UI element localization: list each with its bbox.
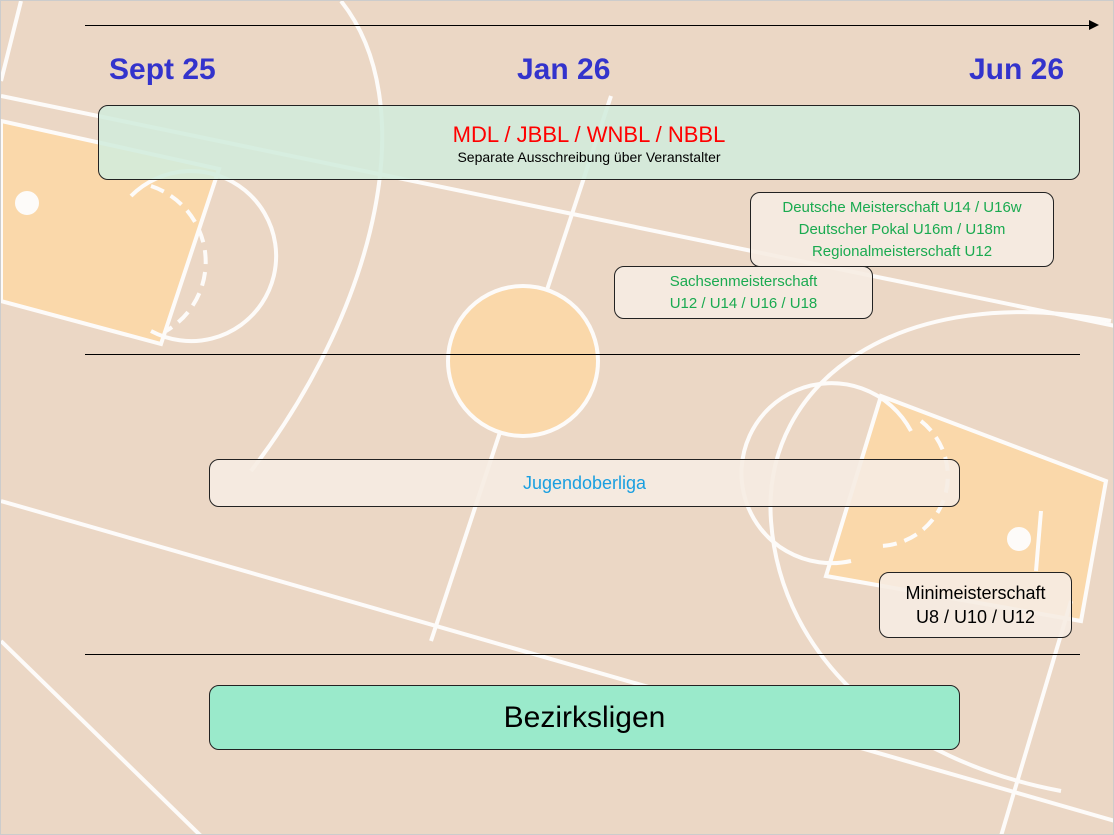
bezirksligen-box: Bezirksligen bbox=[209, 685, 960, 750]
divider bbox=[85, 354, 1080, 355]
date-mid: Jan 26 bbox=[517, 53, 611, 86]
timeline-axis bbox=[85, 25, 1090, 26]
sachsen-line: U12 / U14 / U16 / U18 bbox=[669, 294, 818, 312]
mini-line: Minimeisterschaft bbox=[905, 583, 1046, 603]
date-start: Sept 25 bbox=[109, 53, 216, 86]
deutsche-meisterschaft-box: Deutsche Meisterschaft U14 / U16w Deutsc… bbox=[750, 192, 1054, 267]
bezirksligen-label: Bezirksligen bbox=[503, 700, 666, 734]
minimeisterschaft-box: Minimeisterschaft U8 / U10 / U12 bbox=[879, 572, 1072, 638]
dm-line: Deutscher Pokal U16m / U18m bbox=[798, 220, 1006, 238]
top-leagues-box: MDL / JBBL / WNBL / NBBL Separate Aussch… bbox=[98, 105, 1080, 180]
date-end: Jun 26 bbox=[969, 53, 1065, 86]
sachsen-line: Sachsenmeisterschaft bbox=[669, 272, 818, 290]
dm-line: Regionalmeisterschaft U12 bbox=[811, 242, 993, 260]
dm-line: Deutsche Meisterschaft U14 / U16w bbox=[782, 198, 1022, 216]
top-leagues-subtitle: Separate Ausschreibung über Veranstalter bbox=[457, 148, 721, 165]
jugendoberliga-label: Jugendoberliga bbox=[522, 472, 647, 493]
arrow-right-icon bbox=[1089, 20, 1099, 30]
divider bbox=[85, 654, 1080, 655]
mini-line: U8 / U10 / U12 bbox=[915, 607, 1036, 627]
sachsenmeisterschaft-box: Sachsenmeisterschaft U12 / U14 / U16 / U… bbox=[614, 266, 873, 319]
top-leagues-title: MDL / JBBL / WNBL / NBBL bbox=[452, 121, 726, 147]
jugendoberliga-box: Jugendoberliga bbox=[209, 459, 960, 507]
